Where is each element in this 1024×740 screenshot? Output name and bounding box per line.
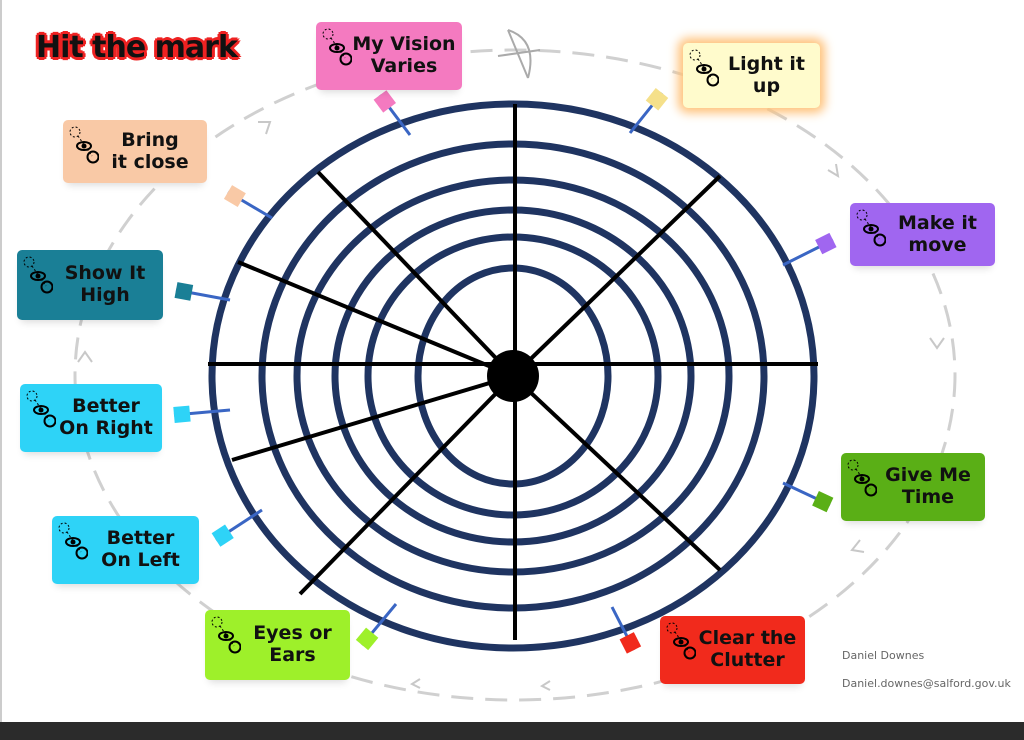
strategy-label-text: Give Me Time <box>885 464 971 508</box>
eye-icon <box>58 522 88 560</box>
strategy-label-text: Eyes or Ears <box>253 622 332 666</box>
strategy-label-text: Better On Left <box>101 527 180 571</box>
dart <box>782 232 837 267</box>
dart <box>173 405 231 423</box>
strategy-label-text: Bring it close <box>111 128 189 173</box>
eye-icon <box>847 459 877 497</box>
eye-icon <box>322 28 352 66</box>
strategy-label-text: Clear the Clutter <box>698 627 797 671</box>
eye-icon <box>856 209 886 247</box>
strategy-label-text: Light it up <box>727 52 806 97</box>
bow-icon <box>497 29 541 79</box>
darts <box>173 88 837 654</box>
author-email: Daniel.downes@salford.gov.uk <box>842 677 1011 690</box>
dart-fletching <box>173 405 191 423</box>
dart <box>174 282 231 302</box>
eye-icon <box>666 622 696 660</box>
strategy-label: Light it up <box>683 43 820 108</box>
path-arrows <box>77 121 945 691</box>
strategy-label: Better On Left <box>52 516 199 584</box>
strategy-label: Better On Right <box>20 384 162 452</box>
dart <box>211 508 263 547</box>
bullseye <box>487 350 539 402</box>
strategy-label: Eyes or Ears <box>205 610 350 680</box>
strategy-label-text: Make it move <box>898 211 977 256</box>
strategy-label: Clear the Clutter <box>660 616 805 684</box>
eye-icon <box>69 126 99 164</box>
dart-fletching <box>223 185 246 208</box>
eye-icon <box>689 49 719 87</box>
dart-fletching <box>645 88 669 111</box>
slide-edge <box>0 0 2 722</box>
dart-fletching <box>812 490 834 513</box>
strategy-label: Bring it close <box>63 120 207 183</box>
dart <box>782 481 834 513</box>
bottom-bar <box>0 722 1024 740</box>
page-title: Hit the mark <box>36 30 238 65</box>
cycle-path <box>73 48 957 702</box>
dart <box>628 88 669 134</box>
strategy-label: Make it move <box>850 203 995 266</box>
dart <box>223 185 273 220</box>
target-spokes <box>208 104 818 640</box>
strategy-label: Give Me Time <box>841 453 985 521</box>
dart-fletching <box>211 524 234 547</box>
strategy-label-text: My Vision Varies <box>352 33 456 77</box>
dart-fletching <box>174 282 194 301</box>
dart-fletching <box>619 632 642 654</box>
strategy-label-text: Better On Right <box>59 395 153 439</box>
dart <box>355 603 398 651</box>
strategy-label: Show It High <box>17 250 163 320</box>
eye-icon <box>211 616 241 654</box>
strategy-label: My Vision Varies <box>316 22 462 90</box>
strategy-label-text: Show It High <box>64 262 146 306</box>
dart-fletching <box>373 90 396 113</box>
dart <box>610 606 642 654</box>
dart-fletching <box>355 627 379 651</box>
eye-icon <box>23 256 53 294</box>
dart <box>373 90 412 136</box>
author-name: Daniel Downes <box>842 649 925 662</box>
eye-icon <box>26 390 56 428</box>
dart-fletching <box>815 232 837 255</box>
